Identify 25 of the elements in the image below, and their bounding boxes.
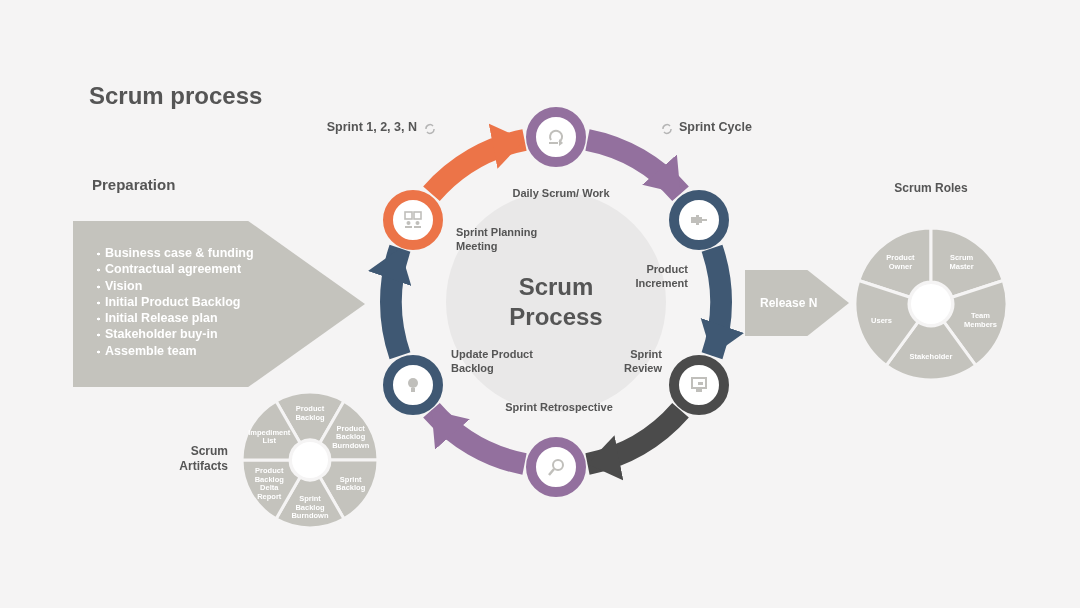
arrow xyxy=(584,129,689,202)
text-label: Product Increment xyxy=(634,262,688,290)
title: Scrum process xyxy=(89,82,263,110)
text-label: Sprint Review xyxy=(623,347,662,375)
arrow xyxy=(369,245,414,359)
stage-circle xyxy=(383,189,444,250)
text-label: Update Product Backlog xyxy=(451,347,534,375)
list-item: Business case & funding xyxy=(97,245,254,262)
stage-circle xyxy=(526,437,586,497)
text-label: Daily Scrum/ Work xyxy=(511,186,611,200)
text-label: Scrum Roles xyxy=(893,181,969,196)
arrow xyxy=(584,402,689,479)
stage-circle xyxy=(668,354,729,415)
text-label: Sprint 1, 2, 3, N xyxy=(325,120,417,136)
text-label: Scrum Artifacts xyxy=(178,444,228,474)
text-label: Sprint Cycle xyxy=(679,120,753,136)
section-heading: Preparation xyxy=(92,176,176,193)
stage-circle xyxy=(668,189,729,250)
text-label: Sprint Planning Meeting xyxy=(456,225,539,253)
arrow xyxy=(698,245,743,359)
text-label: Sprint Retrospective xyxy=(504,400,614,414)
stage-circle xyxy=(383,354,444,415)
arrow xyxy=(423,125,528,202)
stage-circle xyxy=(526,107,586,167)
arrow xyxy=(423,402,528,475)
